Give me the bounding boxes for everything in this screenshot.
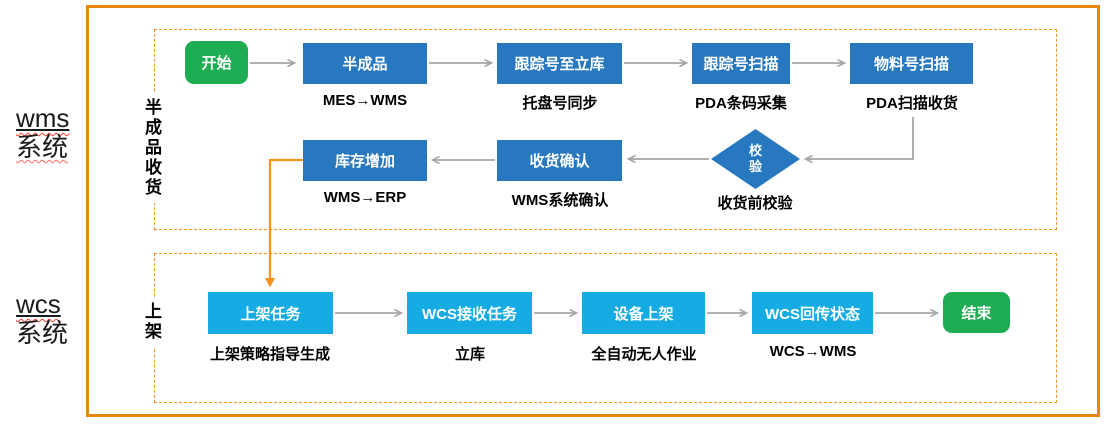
node-end: 结束 xyxy=(943,292,1010,333)
node-start: 开始 xyxy=(185,41,248,84)
system-label-wms-line1: wms xyxy=(16,103,70,133)
caption-semi-finished: MES→WMS xyxy=(322,92,408,109)
system-label-wms: wms 系统 xyxy=(16,103,70,163)
node-wcs-receive-task: WCS接收任务 xyxy=(407,292,532,334)
node-receipt-confirm: 收货确认 xyxy=(497,140,622,181)
caption-inventory-increase: WMS→ERP xyxy=(323,189,407,206)
system-label-wcs-line1: wcs xyxy=(16,289,61,319)
caption-wcs-status-return: WCS→WMS xyxy=(769,343,857,360)
node-tracking-to-warehouse: 跟踪号至立库 xyxy=(497,43,622,84)
caption-receipt-confirm: WMS系统确认 xyxy=(511,192,609,209)
node-material-scan: 物料号扫描 xyxy=(850,43,973,84)
caption-device-shelving: 全自动无人作业 xyxy=(591,346,697,363)
lane-receiving-title: 半成品收货 xyxy=(142,93,164,203)
node-tracking-scan: 跟踪号扫描 xyxy=(692,43,790,84)
node-inventory-increase: 库存增加 xyxy=(303,140,427,181)
system-label-wcs-line2: 系统 xyxy=(16,318,69,349)
caption-tracking-to-warehouse: 托盘号同步 xyxy=(522,95,598,112)
node-shelving-task: 上架任务 xyxy=(208,292,333,334)
caption-check-decision: 收货前校验 xyxy=(717,195,793,212)
caption-shelving-task: 上架策略指导生成 xyxy=(209,346,330,363)
node-device-shelving: 设备上架 xyxy=(582,292,705,334)
system-boundary xyxy=(86,5,1100,417)
caption-tracking-scan: PDA条码采集 xyxy=(695,95,787,112)
node-semi-finished: 半成品 xyxy=(303,43,427,84)
lane-shelving-title: 上架 xyxy=(142,297,164,347)
caption-wcs-receive-task: 立库 xyxy=(454,346,485,363)
system-label-wcs: wcs 系统 xyxy=(16,289,69,349)
caption-material-scan: PDA扫描收货 xyxy=(866,95,958,112)
system-label-wms-line2: 系统 xyxy=(16,132,69,163)
node-wcs-status-return: WCS回传状态 xyxy=(752,292,873,334)
check-decision-label: 校验 xyxy=(748,142,762,174)
